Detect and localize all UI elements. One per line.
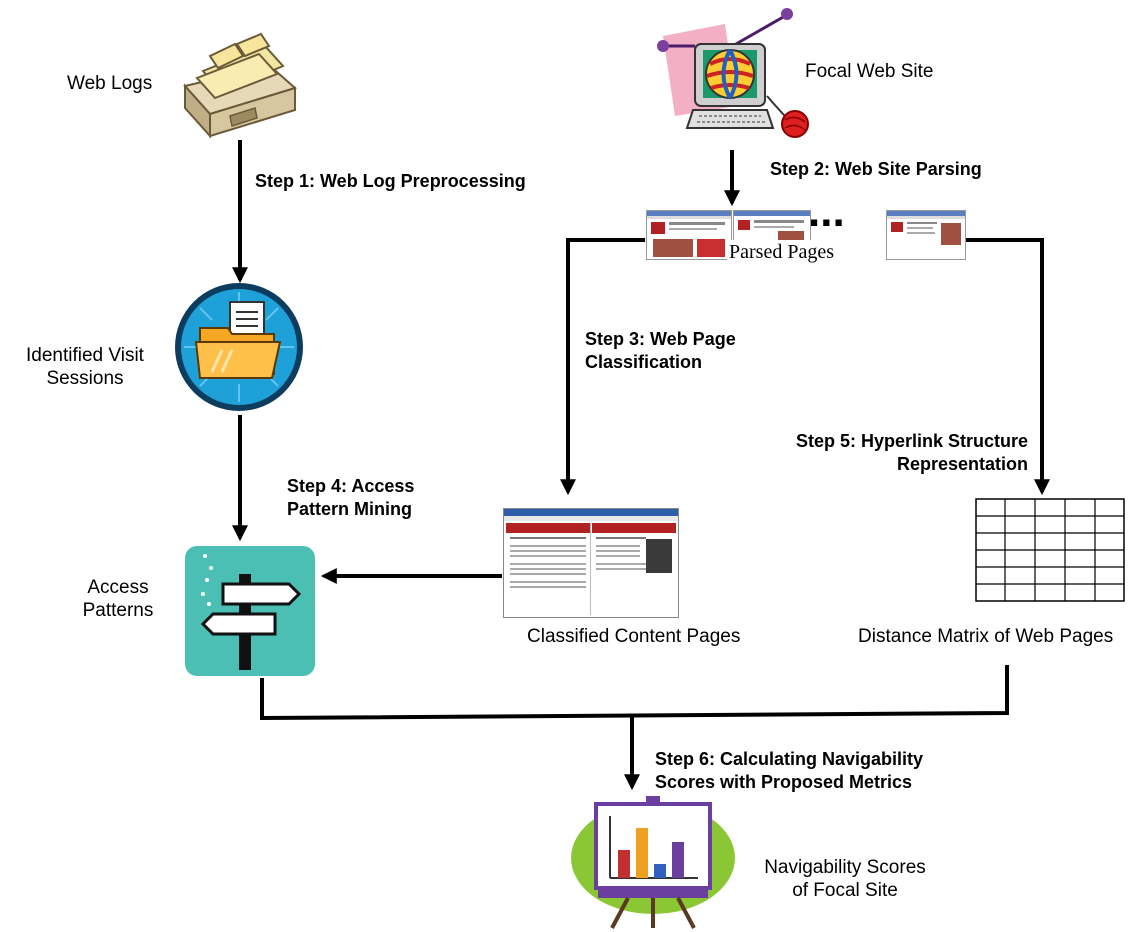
parsed-pages-label: Parsed Pages (727, 240, 836, 265)
step2-label: Step 2: Web Site Parsing (770, 159, 982, 179)
parsed-page-thumbnail (886, 210, 966, 260)
classified-pages-label: Classified Content Pages (527, 626, 741, 647)
step4-line2: Pattern Mining (287, 498, 412, 519)
card-file-box-icon (183, 32, 298, 139)
step6-line2: Scores with Proposed Metrics (655, 771, 913, 792)
step6-line1: Step 6: Calculating Navigability (655, 749, 924, 769)
step1-label: Step 1: Web Log Preprocessing (255, 171, 526, 191)
merge-line (260, 665, 1009, 721)
visit-sessions-label: Identified Visit Sessions (10, 344, 160, 390)
easel-chart-icon (571, 796, 735, 929)
classified-pages-screenshot (503, 508, 679, 618)
visit-sessions-line2: Sessions (46, 368, 124, 390)
step3-line2: Classification (585, 351, 703, 372)
navigability-scores-line2: of Focal Site (792, 880, 898, 902)
step5-label: Step 5: Hyperlink Structure Representati… (740, 430, 1028, 475)
computer-globe-icon (657, 8, 809, 138)
step5-line2: Representation (896, 453, 1028, 474)
step3-line1: Step 3: Web Page (585, 329, 736, 349)
access-patterns-line1: Access (87, 577, 149, 598)
ellipsis-mark: ... (808, 187, 845, 236)
distance-matrix-label: Distance Matrix of Web Pages (858, 626, 1114, 647)
session-folder-icon (175, 283, 303, 411)
arrow-step5 (965, 238, 1050, 496)
step6-label: Step 6: Calculating Navigability Scores … (655, 748, 923, 793)
distance-matrix-grid-icon (975, 498, 1125, 602)
web-logs-label: Web Logs (67, 73, 153, 94)
step5-line1: Step 5: Hyperlink Structure (795, 431, 1028, 451)
focal-site-label: Focal Web Site (805, 61, 934, 82)
step3-label: Step 3: Web Page Classification (585, 328, 736, 373)
access-patterns-line2: Patterns (82, 600, 154, 622)
parsed-page-thumbnail (646, 210, 732, 260)
step4-line1: Step 4: Access (287, 476, 415, 496)
visit-sessions-line1: Identified Visit (26, 345, 144, 366)
navigability-scores-line1: Navigability Scores (764, 857, 926, 878)
step4-label: Step 4: Access Pattern Mining (287, 475, 414, 520)
arrow-step3 (560, 238, 645, 496)
signpost-icon (185, 546, 315, 676)
access-patterns-label: Access Patterns (68, 576, 168, 622)
navigability-scores-label: Navigability Scores of Focal Site (750, 856, 940, 902)
